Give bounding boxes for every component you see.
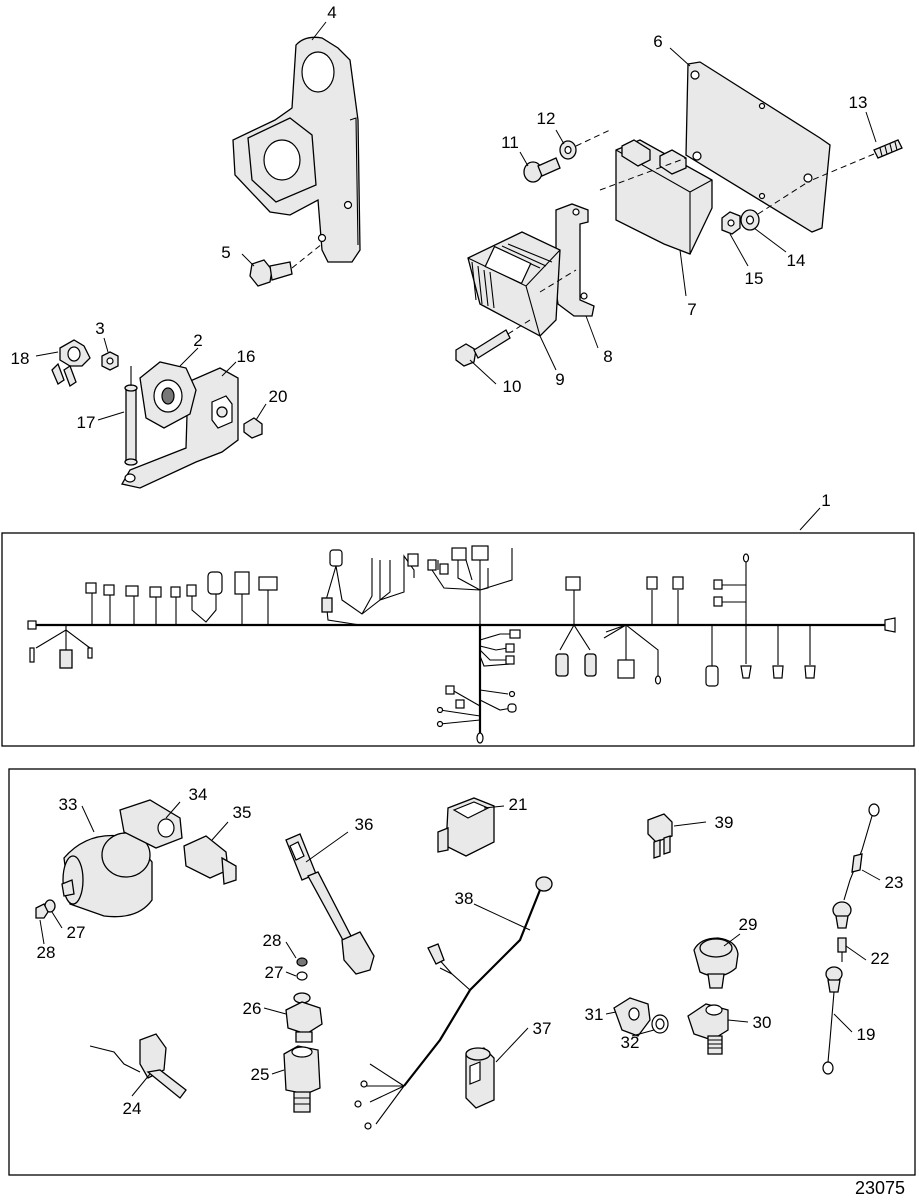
part-24-temperature-sensor xyxy=(89,1033,187,1099)
callout-labels: 1 2 3 4 5 6 7 8 9 10 11 12 13 14 15 16 1… xyxy=(11,3,904,1118)
callout-24: 24 xyxy=(123,1099,142,1118)
part-31-adapter-fitting xyxy=(613,997,651,1037)
part-37-connector xyxy=(465,1047,495,1109)
part-35-sensor xyxy=(183,835,237,885)
callout-5: 5 xyxy=(221,243,230,262)
part-18-terminal-connector xyxy=(51,339,91,387)
part-17-terminal-post xyxy=(124,366,138,466)
callout-22: 22 xyxy=(871,949,890,968)
part-20-screw xyxy=(243,417,263,439)
callout-31: 31 xyxy=(585,1005,604,1024)
callout-13: 13 xyxy=(849,93,868,112)
callout-19: 19 xyxy=(857,1025,876,1044)
part-29-pressure-switch xyxy=(693,937,739,989)
callout-37: 37 xyxy=(533,1019,552,1038)
callout-29: 29 xyxy=(739,915,758,934)
callout-38: 38 xyxy=(455,889,474,908)
callout-1: 1 xyxy=(821,491,830,510)
callout-16: 16 xyxy=(237,347,256,366)
part-5-bolt xyxy=(249,243,323,287)
callout-7: 7 xyxy=(687,300,696,319)
callout-21: 21 xyxy=(509,795,528,814)
part-13-stud xyxy=(811,139,903,181)
callout-39: 39 xyxy=(715,813,734,832)
part-7-control-module xyxy=(599,139,713,255)
callout-17: 17 xyxy=(77,413,96,432)
harness-panel-frame xyxy=(1,532,915,747)
part-36-temperature-sensor xyxy=(285,833,375,975)
callout-35: 35 xyxy=(233,803,252,822)
part-28-nut-left xyxy=(35,903,49,919)
callout-27-left: 27 xyxy=(67,923,86,942)
callout-9: 9 xyxy=(555,370,564,389)
part-21-relay xyxy=(437,797,495,857)
part-9-ecm-module xyxy=(467,231,577,337)
part-12-washer xyxy=(559,129,611,160)
callout-32: 32 xyxy=(621,1033,640,1052)
callout-20: 20 xyxy=(269,387,288,406)
part-28-nut-center xyxy=(296,957,308,967)
part-15-nut xyxy=(721,181,809,235)
part-22-connector-pin xyxy=(837,937,847,962)
part-10-long-bolt xyxy=(455,319,531,367)
part-4-mounting-bracket xyxy=(232,36,361,263)
callout-14: 14 xyxy=(787,251,806,270)
callout-27-center: 27 xyxy=(265,963,284,982)
callout-4: 4 xyxy=(327,3,336,22)
callout-11: 11 xyxy=(501,133,519,152)
callout-3: 3 xyxy=(95,319,104,338)
part-16-relay-bracket xyxy=(120,367,239,489)
part-38-sub-harness xyxy=(354,876,553,1130)
part-23-wire-lead xyxy=(832,803,880,929)
callout-18: 18 xyxy=(11,349,30,368)
part-14-washer xyxy=(740,209,760,231)
part-33-pressure-sender xyxy=(61,832,153,918)
part-19-wire-lead xyxy=(822,966,843,1075)
callout-25: 25 xyxy=(251,1065,270,1084)
leader-lines xyxy=(35,21,881,1097)
callout-8: 8 xyxy=(603,347,612,366)
part-30-elbow-fitting xyxy=(687,1003,729,1055)
part-27-washer-center xyxy=(296,971,308,981)
callout-2: 2 xyxy=(193,331,202,350)
callout-23: 23 xyxy=(885,873,904,892)
callout-33: 33 xyxy=(59,795,78,814)
callout-6: 6 xyxy=(653,32,662,51)
part-2-circuit-breaker xyxy=(139,361,197,429)
part-1-engine-harness xyxy=(27,545,896,744)
callout-34: 34 xyxy=(189,785,208,804)
part-6-mounting-plate xyxy=(685,61,831,233)
callout-15: 15 xyxy=(745,269,764,288)
part-39-fuse xyxy=(647,813,673,859)
callout-36: 36 xyxy=(355,815,374,834)
callout-28-left: 28 xyxy=(37,943,56,962)
part-34-adapter xyxy=(119,799,183,849)
callout-26: 26 xyxy=(243,999,262,1018)
callout-10: 10 xyxy=(503,377,522,396)
part-32-o-ring xyxy=(651,1014,669,1034)
part-3-nut xyxy=(101,351,119,371)
part-25-adapter-fitting xyxy=(283,1045,321,1113)
callout-28-center: 28 xyxy=(263,931,282,950)
figure-number: 23075 xyxy=(855,1178,905,1198)
part-26-pressure-sender xyxy=(285,992,323,1043)
callout-30: 30 xyxy=(753,1013,772,1032)
part-8-bracket-strap xyxy=(555,203,595,317)
callout-12: 12 xyxy=(537,109,556,128)
part-11-screw xyxy=(523,157,561,183)
components-panel-frame xyxy=(8,768,916,1176)
